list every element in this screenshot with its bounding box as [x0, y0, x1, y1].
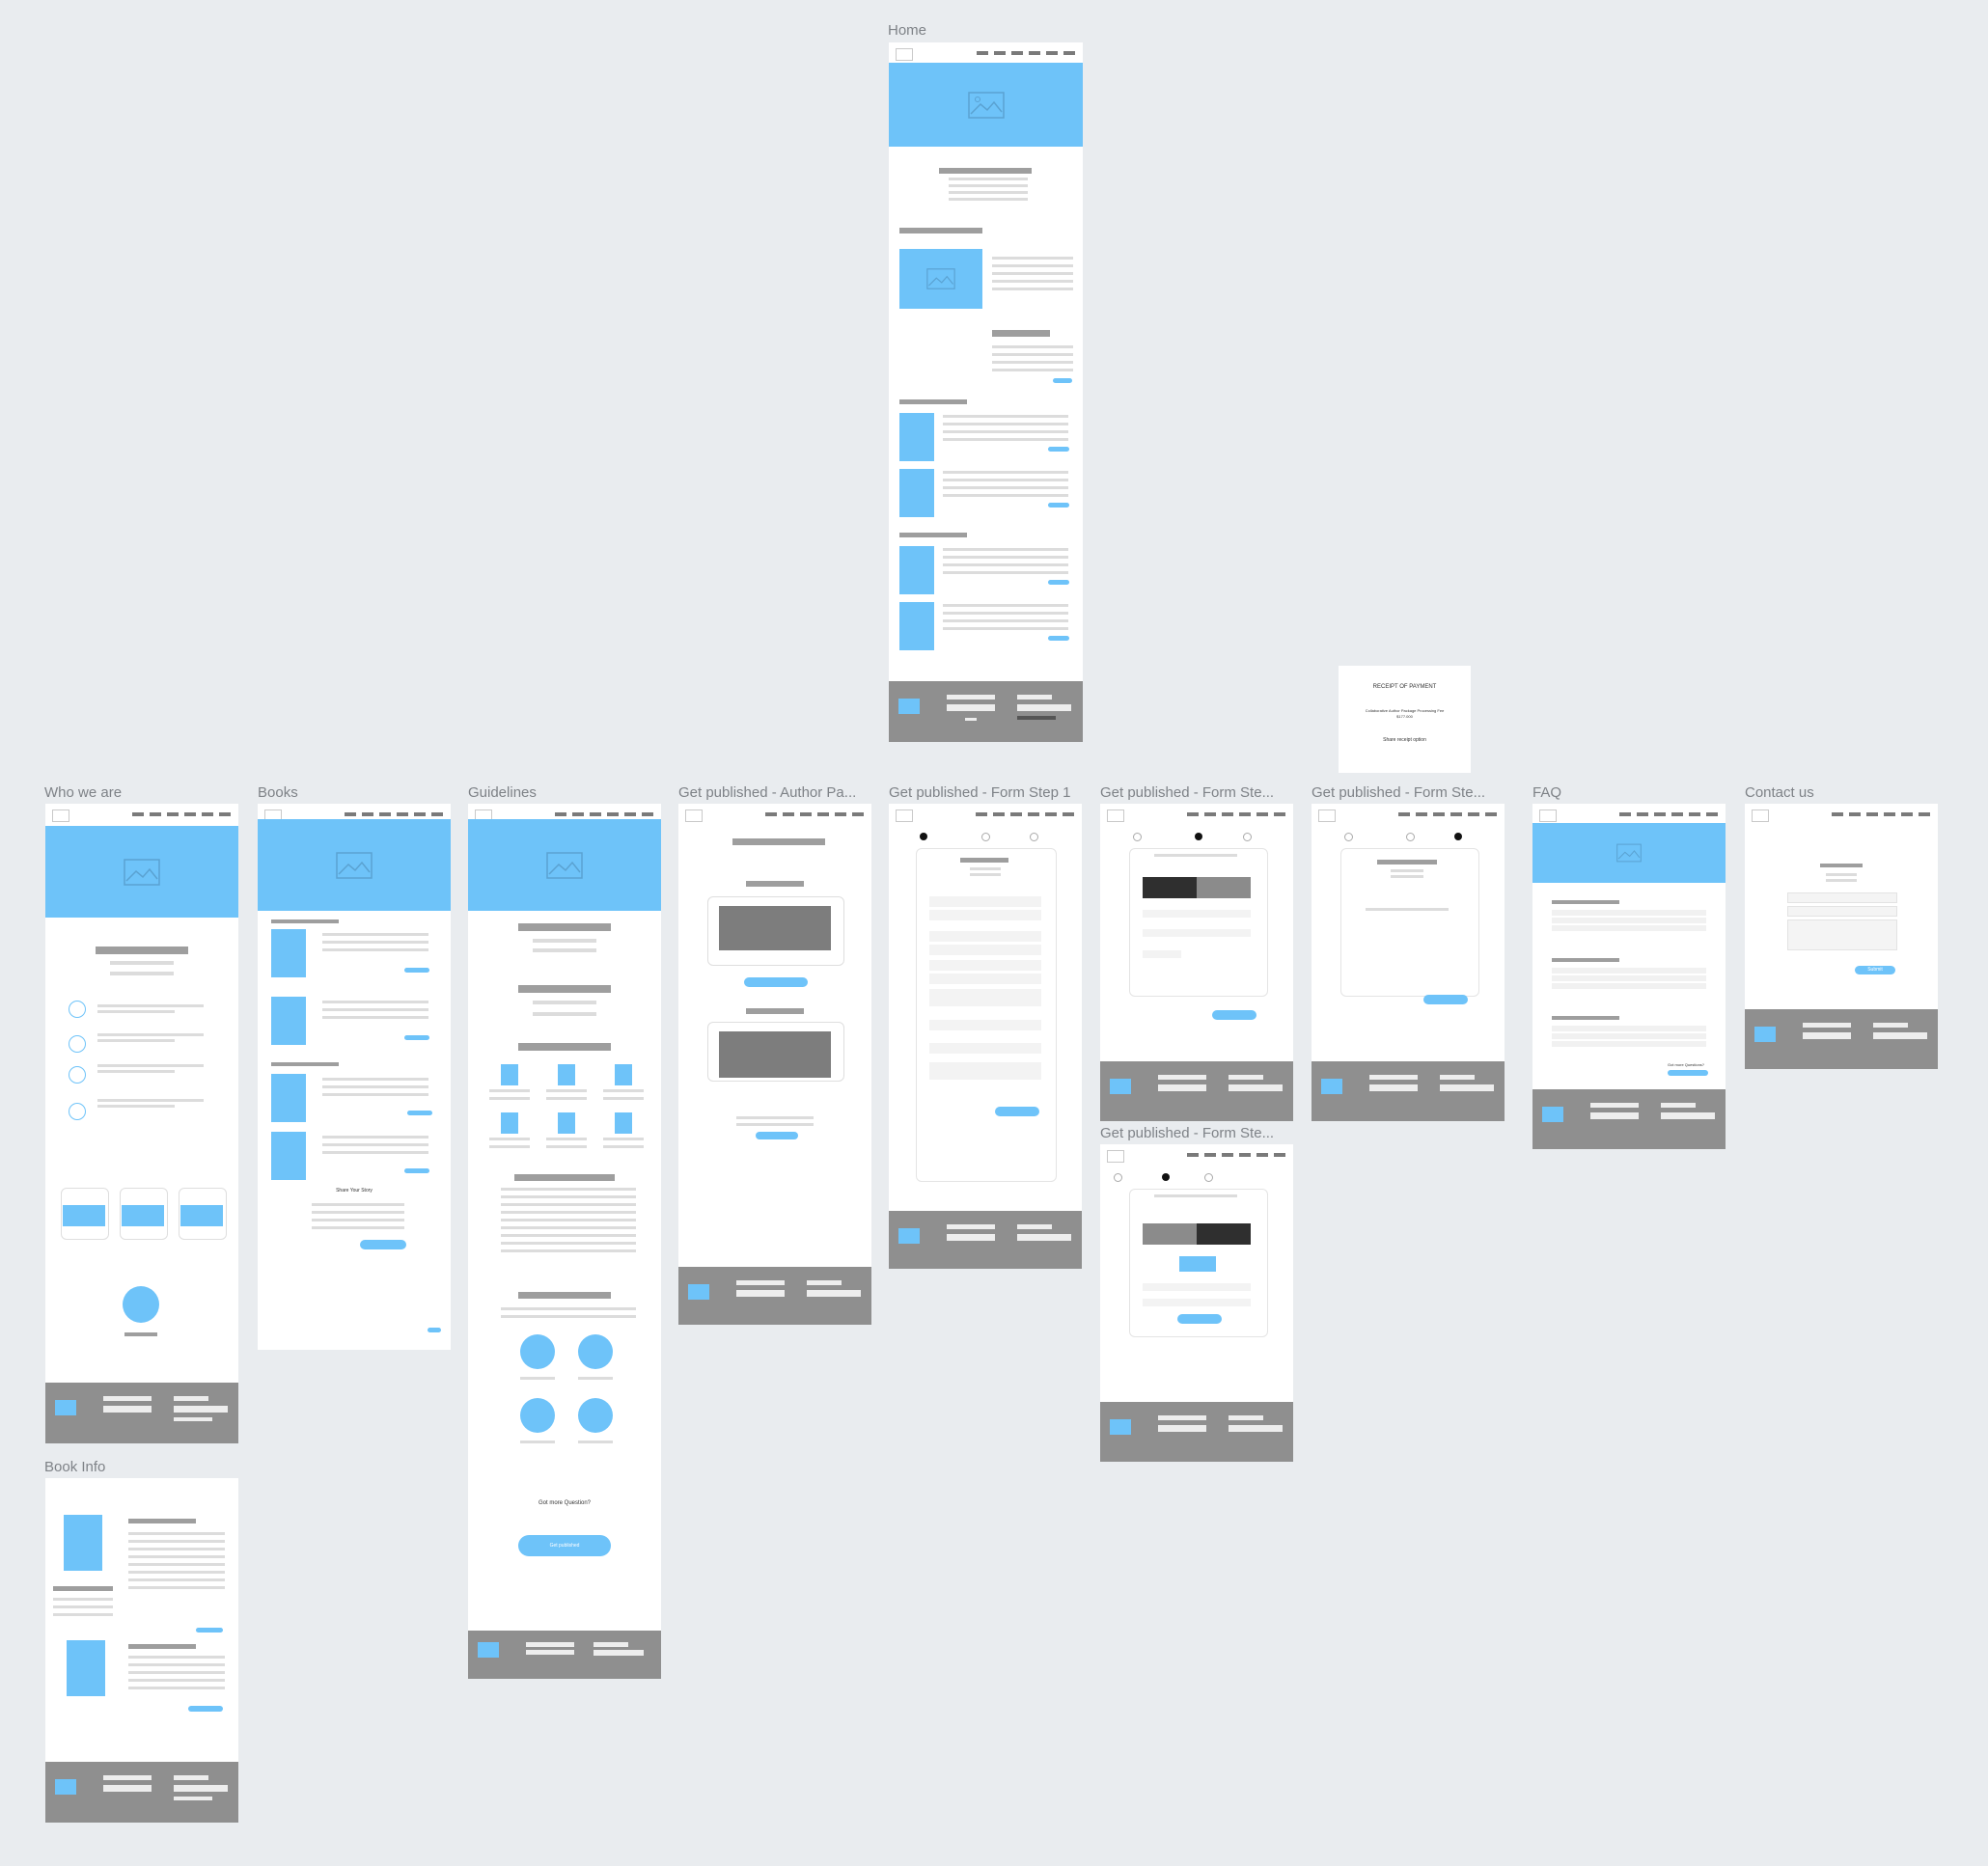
- featured-image: [899, 249, 982, 309]
- frame-label-faq: FAQ: [1532, 784, 1562, 801]
- frame-label-who-we-are: Who we are: [44, 784, 123, 801]
- frame-form-step-1[interactable]: [889, 804, 1082, 1269]
- frame-form-step-3[interactable]: [1312, 804, 1505, 1121]
- receipt-line: Collaborative Author Package Processing …: [1365, 708, 1445, 713]
- frame-book-info[interactable]: [45, 1478, 238, 1823]
- contact-submit-button[interactable]: Submit: [1855, 966, 1895, 974]
- share-your-story: Share Your Story: [336, 1188, 373, 1194]
- frame-label-home: Home: [888, 22, 927, 39]
- receipt-card: RECEIPT OF PAYMENT Collaborative Author …: [1339, 666, 1471, 773]
- frame-label-books: Books: [258, 784, 298, 801]
- frame-form-step-2[interactable]: [1100, 804, 1293, 1121]
- hero-image: [889, 63, 1083, 147]
- frame-label-form-step-3: Get published - Form Ste...: [1312, 784, 1486, 801]
- image-icon: [967, 91, 1005, 119]
- frame-label-author-package: Get published - Author Pa...: [678, 784, 857, 801]
- nav-menu[interactable]: [977, 51, 1075, 55]
- got-more-question: Got more Question?: [538, 1500, 592, 1506]
- faq-more-questions: Got more Questions?: [1668, 1062, 1705, 1067]
- frame-label-guidelines: Guidelines: [468, 784, 537, 801]
- frame-label-form-step-4: Get published - Form Ste...: [1100, 1125, 1275, 1141]
- footer: [889, 681, 1083, 742]
- frame-label-book-info: Book Info: [44, 1459, 106, 1475]
- frame-form-step-4[interactable]: [1100, 1144, 1293, 1462]
- frame-home[interactable]: [889, 42, 1083, 742]
- get-published-button[interactable]: Get published: [518, 1535, 611, 1556]
- logo-icon: [896, 48, 913, 61]
- receipt-amount: $177.000: [1396, 714, 1413, 719]
- share-receipt-link[interactable]: Share receipt option: [1383, 737, 1426, 743]
- receipt-title: RECEIPT OF PAYMENT: [1372, 684, 1437, 690]
- frame-contact-us[interactable]: Submit: [1745, 804, 1938, 1069]
- frame-label-form-step-2: Get published - Form Ste...: [1100, 784, 1275, 801]
- frame-label-form-step-1: Get published - Form Step 1: [889, 784, 1071, 801]
- frame-label-contact-us: Contact us: [1745, 784, 1814, 801]
- home-read-more-button[interactable]: [1053, 378, 1072, 383]
- frame-faq[interactable]: Got more Questions?: [1532, 804, 1726, 1149]
- frame-books[interactable]: Share Your Story: [258, 804, 451, 1350]
- frame-who-we-are[interactable]: [45, 804, 238, 1443]
- frame-author-package[interactable]: [678, 804, 871, 1325]
- frame-guidelines[interactable]: Got more Question? Get published: [468, 804, 661, 1679]
